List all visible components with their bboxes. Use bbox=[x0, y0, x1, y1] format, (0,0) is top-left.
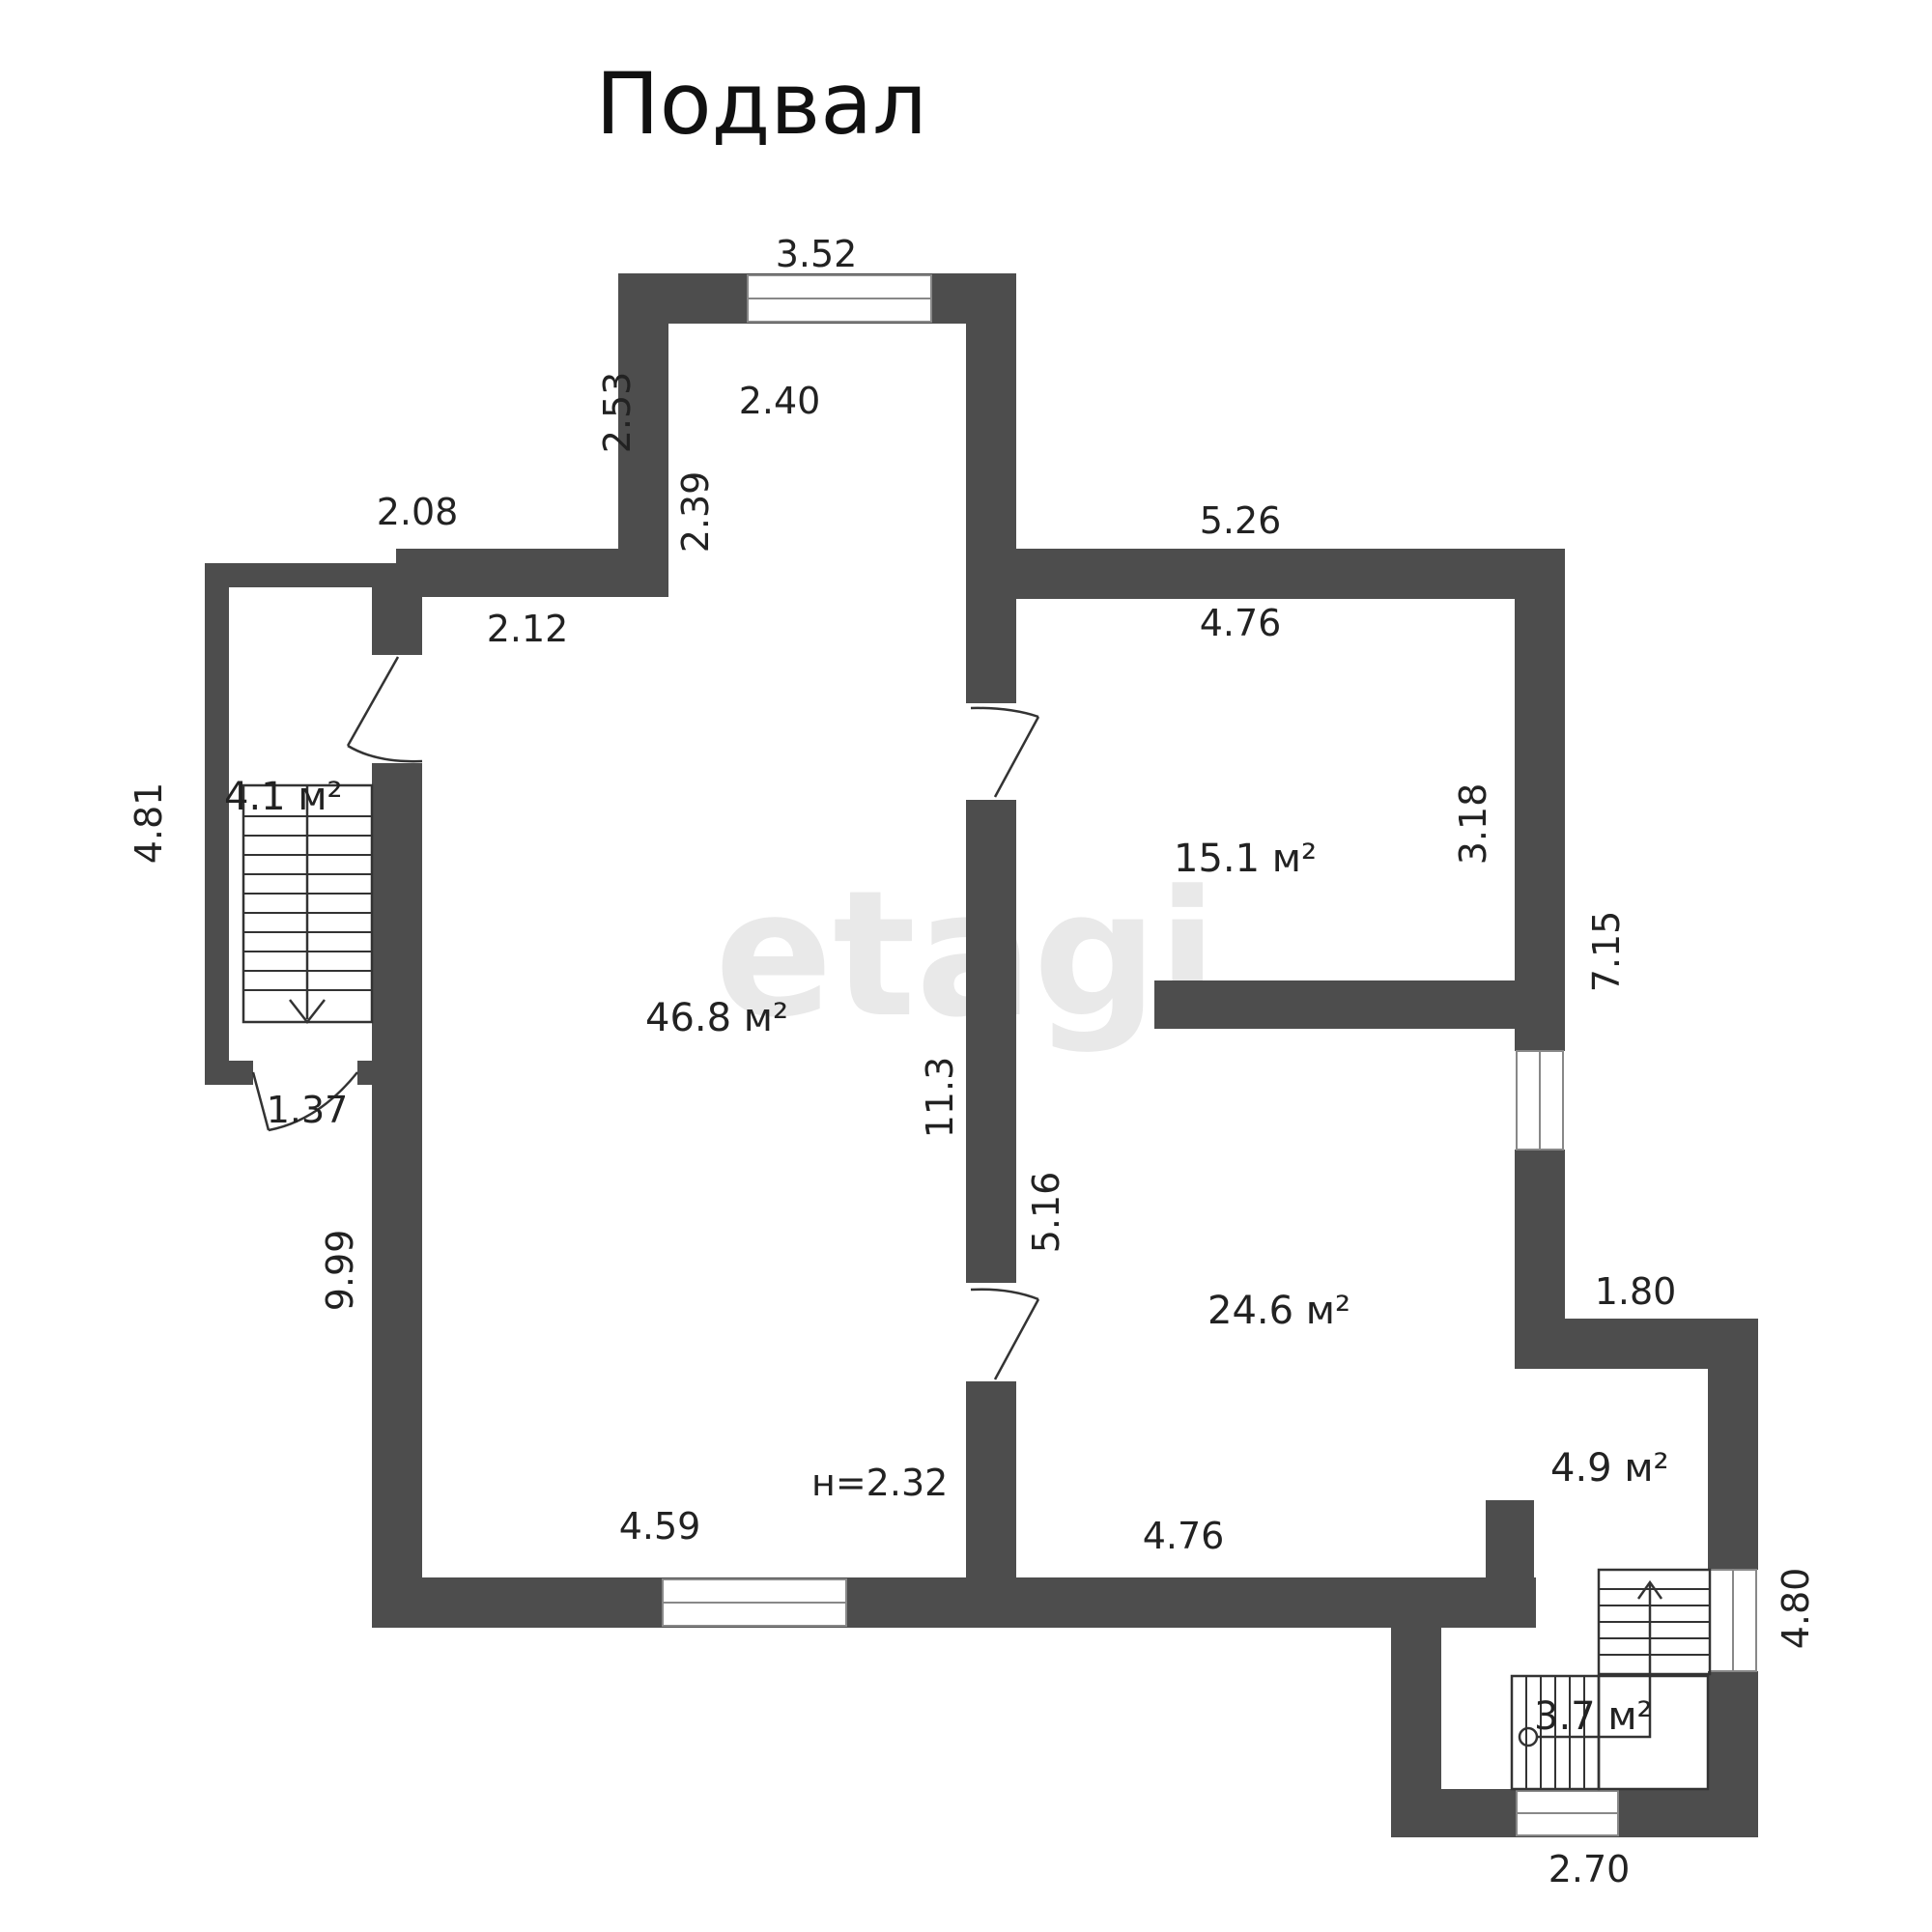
wall-leftbox-left bbox=[205, 563, 229, 1085]
wall-main-left-lower bbox=[372, 763, 422, 1623]
door-left-leaf bbox=[346, 656, 400, 747]
windows bbox=[662, 274, 1757, 1836]
wall-leftbox-bottom-right bbox=[357, 1061, 422, 1085]
wall-notch-left bbox=[618, 273, 668, 597]
wall-partition-mid bbox=[966, 800, 1016, 1283]
wall-stub-vertical bbox=[1486, 1500, 1534, 1628]
wall-step-right-upper bbox=[1708, 1319, 1758, 1570]
stair-left-steps bbox=[243, 815, 372, 991]
wall-interior-horizontal bbox=[1154, 980, 1565, 1029]
wall-main-top-left bbox=[396, 549, 668, 597]
dim-north-inner-width: 2.40 bbox=[739, 380, 821, 422]
dim-left-top-outer: 2.08 bbox=[377, 491, 459, 533]
dim-top-window-width: 3.52 bbox=[776, 233, 858, 275]
dim-partition-height: 11.3 bbox=[919, 1057, 961, 1139]
door-leftbox-leaf bbox=[251, 1071, 270, 1131]
door-leftbox-arc bbox=[268, 1071, 358, 1132]
area-stair-bottom-right: 3.7 м² bbox=[1534, 1694, 1653, 1739]
dim-step-width: 1.80 bbox=[1595, 1270, 1677, 1313]
dim-right-bottom-inner: 4.76 bbox=[1143, 1515, 1225, 1557]
wall-right-top bbox=[966, 549, 1565, 599]
dim-left-stair-height: 4.81 bbox=[128, 782, 170, 865]
stair-path-line bbox=[1538, 1584, 1652, 1739]
dim-left-top-inner: 2.12 bbox=[487, 608, 569, 650]
wall-partition-top bbox=[966, 599, 1016, 703]
door-lower-arc bbox=[970, 1288, 1039, 1301]
dim-notch-outer-height: 2.53 bbox=[596, 372, 639, 454]
dim-main-bottom-width: 4.59 bbox=[619, 1505, 701, 1548]
dim-right-top-outer: 5.26 bbox=[1200, 499, 1282, 542]
dim-lower-partition-height: 5.16 bbox=[1025, 1172, 1067, 1254]
dim-room-top-right-height: 3.18 bbox=[1452, 783, 1494, 866]
wall-main-bottom bbox=[372, 1577, 1536, 1628]
wall-partition-low bbox=[966, 1381, 1016, 1628]
stair-left-arrow-head bbox=[289, 999, 326, 1025]
area-stair-left: 4.1 м² bbox=[224, 775, 343, 819]
floor-title: Подвал bbox=[596, 54, 927, 154]
stair-start-circle bbox=[1518, 1726, 1539, 1747]
doors bbox=[251, 656, 1040, 1380]
dim-left-stair-bottom: 1.37 bbox=[267, 1089, 349, 1131]
area-hall-bottom-right: 4.9 м² bbox=[1550, 1446, 1669, 1491]
stair-arrow-head bbox=[1636, 1579, 1663, 1600]
dim-stair-bottom-right-height: 4.80 bbox=[1775, 1568, 1817, 1650]
wall-leftbox-bottom bbox=[205, 1061, 253, 1085]
ceiling-height-label: н=2.32 bbox=[811, 1462, 948, 1504]
dim-stair-bottom-right-width: 2.70 bbox=[1548, 1848, 1631, 1890]
dim-notch-inner-height: 2.39 bbox=[674, 471, 717, 554]
stair-lower-steps bbox=[1525, 1676, 1585, 1789]
stair-upper-steps bbox=[1599, 1588, 1710, 1656]
wall-leftbox-top bbox=[205, 563, 422, 587]
door-upper-arc bbox=[970, 706, 1039, 719]
stairs-bottom-right bbox=[1510, 1568, 1712, 1791]
door-upper-leaf bbox=[993, 716, 1040, 798]
walls bbox=[205, 273, 1758, 1837]
stair-landing bbox=[1597, 1674, 1710, 1791]
stairs-left bbox=[242, 783, 374, 1025]
door-lower-leaf bbox=[993, 1298, 1040, 1380]
door-left-arc bbox=[347, 744, 423, 763]
dim-right-outer-height: 7.15 bbox=[1585, 911, 1628, 993]
area-main-hall: 46.8 м² bbox=[645, 996, 788, 1040]
area-room-top-right: 15.1 м² bbox=[1174, 837, 1317, 881]
area-room-bottom-right: 24.6 м² bbox=[1208, 1289, 1350, 1333]
dim-right-top-inner: 4.76 bbox=[1200, 602, 1282, 644]
dim-main-left-height: 9.99 bbox=[319, 1230, 361, 1312]
wall-right-outer-upper bbox=[1515, 549, 1565, 1051]
